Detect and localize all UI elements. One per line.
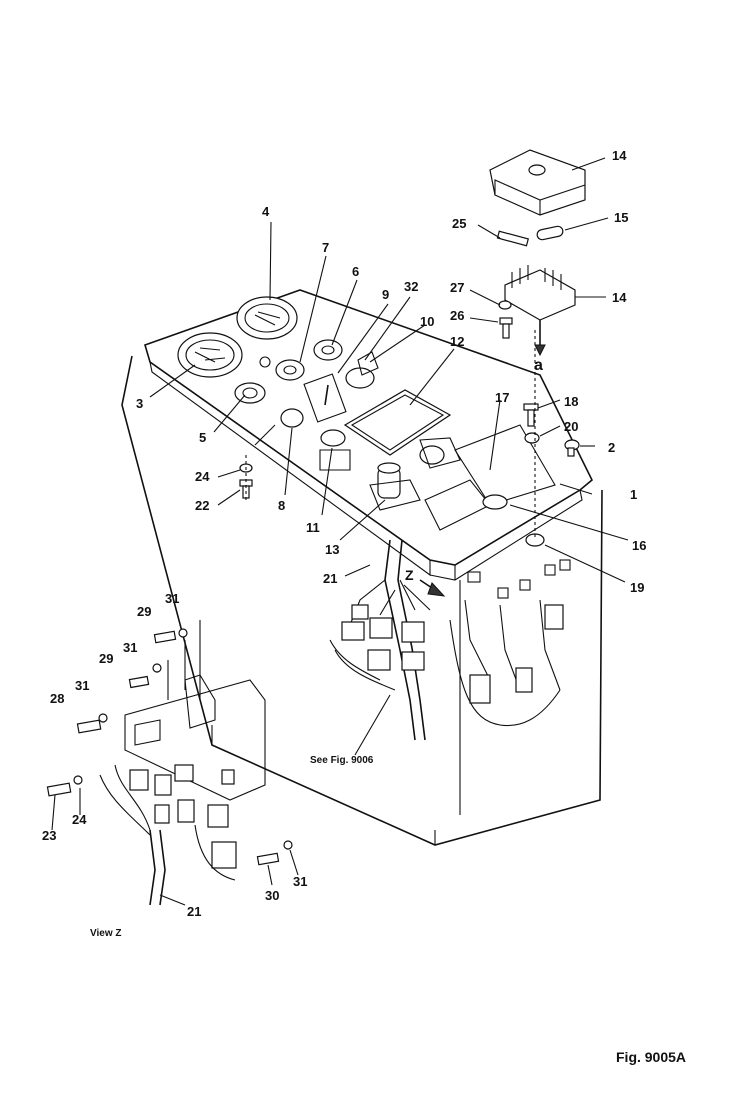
callout-10: 10 [420,314,434,329]
callout-22: 22 [195,498,209,513]
washer-20 [524,432,540,444]
bolt-18 [523,403,539,427]
fuse-box-base [504,265,576,357]
callout-31-a: 31 [165,591,179,606]
bolt-22 [239,479,253,499]
callout-2: 2 [608,440,615,455]
callout-14-cover: 14 [612,148,627,163]
callout-18: 18 [564,394,578,409]
callout-9: 9 [382,287,389,302]
callout-28: 28 [50,691,64,706]
clip-25 [496,230,530,247]
callout-20: 20 [564,419,578,434]
callout-24-inset: 24 [72,812,87,827]
callout-8: 8 [278,498,285,513]
right-plate [454,424,556,510]
callout-numbers: 14 15 25 14 27 26 a 4 7 6 9 32 10 12 3 5… [42,148,646,919]
view-direction-arrow: Z [405,567,446,597]
callout-24: 24 [195,469,210,484]
direction-label: Z [405,567,414,583]
callout-21-inset: 21 [187,904,201,919]
callout-30: 30 [265,888,279,903]
control-lever [369,437,491,531]
side-connectors [449,559,571,727]
figure-caption: Fig. 9005A [616,1049,686,1065]
see-fig-note: See Fig. 9006 [310,755,374,766]
callout-26: 26 [450,308,464,323]
callout-25: 25 [452,216,466,231]
callout-6: 6 [352,264,359,279]
fuse-box-cover [489,149,586,216]
callout-31-d: 31 [293,874,307,889]
fuse-15 [536,225,564,241]
detail-label-a: a [534,357,543,374]
console-housing [121,355,603,846]
callout-7: 7 [322,240,329,255]
callout-21-harness: 21 [323,571,337,586]
callout-31-c: 31 [75,678,89,693]
callout-15: 15 [614,210,628,225]
view-z-label: View Z [90,928,122,939]
callout-3: 3 [136,396,143,411]
callout-32: 32 [404,279,418,294]
callout-29-upper: 29 [137,604,151,619]
callout-16: 16 [632,538,646,553]
view-z-inset [99,620,266,906]
callout-5: 5 [199,430,206,445]
washer-27 [498,300,512,310]
screw-2 [564,439,580,457]
callout-27: 27 [450,280,464,295]
callout-17: 17 [495,390,509,405]
leader-lines [51,157,629,906]
gauge-right [236,296,298,340]
switch-cluster [234,339,379,471]
callout-11: 11 [306,520,320,535]
callout-1: 1 [630,487,637,502]
callout-4: 4 [262,204,270,219]
callout-23: 23 [42,828,56,843]
main-harness [329,539,431,741]
screw-26 [499,317,513,339]
cover-plate [343,389,452,456]
callout-29-lower: 29 [99,651,113,666]
callout-13: 13 [325,542,339,557]
inset-bolts [46,628,293,866]
callout-19: 19 [630,580,644,595]
callout-31-b: 31 [123,640,137,655]
callout-12: 12 [450,334,464,349]
callout-14-base: 14 [612,290,627,305]
